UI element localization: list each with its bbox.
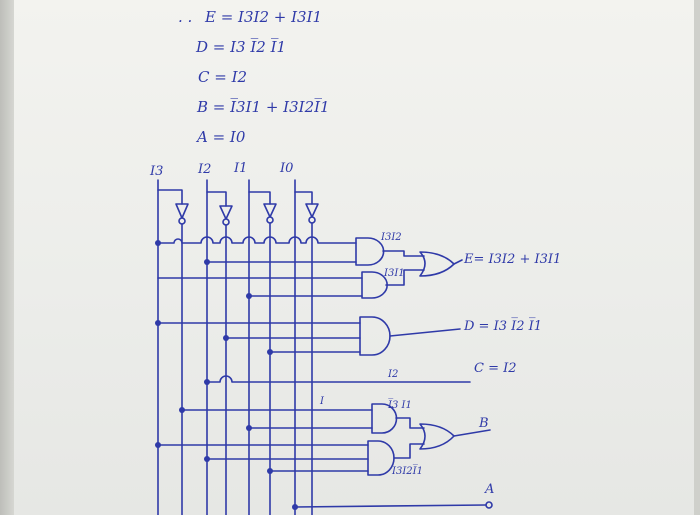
wire-label-c: I2 — [387, 369, 398, 380]
wire-b-i3bar — [179, 407, 373, 413]
wire-b-to-or — [393, 417, 425, 459]
gate-label-and-e1: I3I2 — [380, 232, 402, 243]
and-gate-d — [359, 316, 461, 356]
output-label-a: A — [484, 482, 494, 497]
input-label-i1: I1 — [233, 161, 247, 176]
wire-b-i1bar — [267, 468, 369, 474]
equation-e: E = I3I2 + I3I1 — [204, 8, 322, 26]
or-gate-b — [419, 423, 491, 450]
therefore-mark: . . — [178, 8, 192, 26]
output-label-d: D = I3 I̅2 I̅1 — [463, 318, 542, 334]
inverter-i0 — [294, 191, 319, 224]
equation-d: D = I3 I̅2 I̅1 — [195, 37, 286, 56]
wire-e-i1 — [246, 293, 363, 299]
inverter-i1 — [248, 191, 277, 224]
output-label-c: C = I2 — [474, 361, 517, 376]
gate-label-and-e2: I3I1 — [383, 268, 405, 279]
equation-a: A = I0 — [195, 128, 246, 146]
and-gate-e2 — [361, 271, 388, 299]
wire-b-i3 — [155, 442, 369, 448]
output-label-e: E= I3I2 + I3I1 — [463, 252, 561, 267]
or-gate-e — [419, 251, 463, 277]
wire-c — [204, 375, 471, 385]
wire-d-i1bar — [267, 349, 361, 355]
wire-d-i2bar — [223, 335, 361, 341]
input-label-i0: I0 — [279, 161, 293, 176]
wire-b-i1 — [246, 425, 373, 431]
paper-sheet — [14, 0, 694, 515]
wire-d-i3 — [155, 320, 361, 326]
output-label-b: B — [478, 416, 489, 431]
and-gate-e1 — [355, 237, 385, 266]
inverter-i3 — [157, 189, 189, 225]
photo-edge — [0, 0, 14, 515]
input-label-i3: I3 — [149, 164, 163, 179]
stray-label: I — [319, 396, 325, 407]
gate-label-and-b1: I̅3 I1 — [387, 399, 412, 411]
and-gate-b2 — [367, 440, 395, 476]
and-gate-b1 — [371, 403, 398, 434]
wire-e-to-or — [382, 250, 425, 286]
inverted-rails — [181, 222, 313, 515]
wire-e-i2 — [204, 259, 357, 265]
inverter-i2 — [206, 191, 233, 226]
input-label-i2: I2 — [197, 162, 211, 177]
wire-a — [292, 501, 493, 510]
wire-e-top — [155, 236, 357, 246]
wire-b-i2 — [204, 456, 369, 462]
equation-c: C = I2 — [198, 68, 247, 86]
gate-label-and-b2: I3I2I̅1 — [391, 465, 423, 477]
equation-b: B = I̅3I1 + I3I2I̅1 — [196, 97, 330, 116]
